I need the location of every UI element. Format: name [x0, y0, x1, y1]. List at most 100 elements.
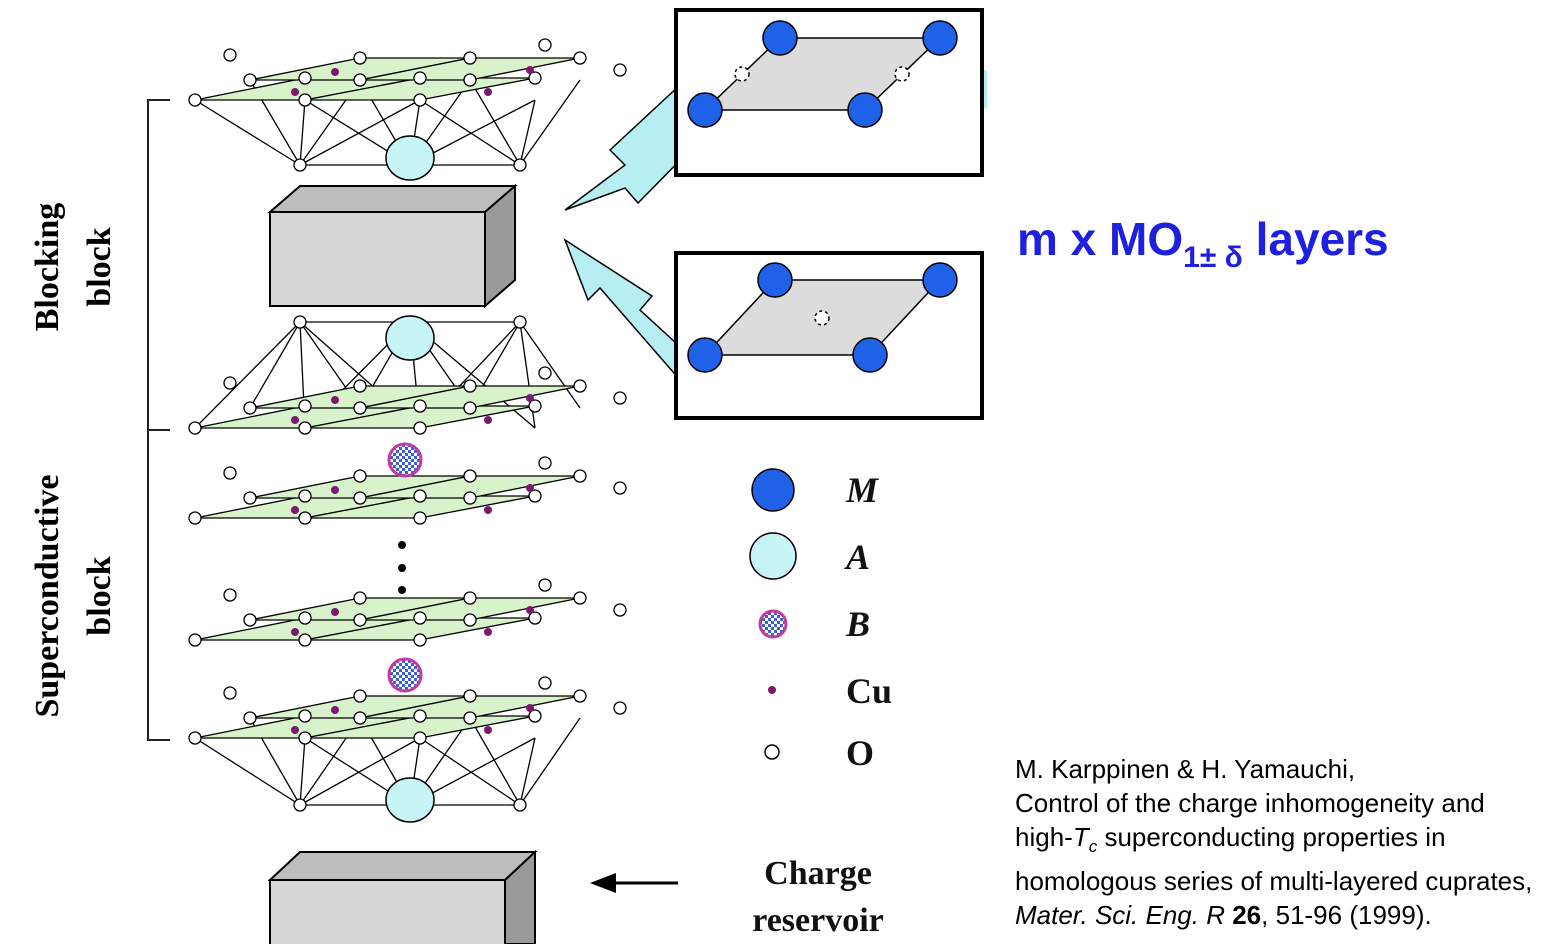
bond-line: [519, 99, 536, 166]
citation-text: high-: [1015, 822, 1073, 852]
oxygen-atom: [298, 71, 312, 85]
citation-reference: Mater. Sci. Eng. R 26, 51-96 (1999).: [1015, 898, 1532, 932]
charge-reservoir-label-line1: Charge: [764, 855, 872, 892]
oxygen-atom: [463, 689, 477, 703]
bond-line: [469, 717, 521, 806]
legend-a-symbol: [749, 532, 797, 580]
oxygen-atom: [223, 48, 237, 62]
oxygen-atom: [243, 711, 257, 725]
oxygen-atom: [298, 489, 312, 503]
cu-atom: [484, 416, 492, 424]
cu-atom: [331, 396, 339, 404]
cu-atom: [291, 628, 299, 636]
cu-atom: [526, 394, 534, 402]
oxygen-atom: [223, 466, 237, 480]
ellipsis-dot: [398, 586, 406, 594]
citation-pages: , 51-96 (1999).: [1261, 900, 1432, 931]
citation-volume: 26: [1225, 900, 1262, 931]
headline-main: m x MO: [1017, 213, 1184, 265]
oxygen-atom: [538, 456, 552, 470]
oxygen-atom: [413, 71, 427, 85]
superconductive-label-line2: block: [81, 556, 118, 636]
citation-title-line2: high-Tc superconducting properties in: [1015, 820, 1532, 864]
oxygen-atom: [463, 613, 477, 627]
blocking-bracket: [147, 99, 170, 431]
citation-title-line1: Control of the charge inhomogeneity and: [1015, 788, 1485, 818]
bond-line: [519, 737, 536, 806]
bond-line: [299, 737, 421, 806]
charge-reservoir-box-bottom: [267, 849, 538, 949]
a-atom: [385, 135, 435, 181]
cu-atom: [331, 486, 339, 494]
legend-cu-label: Cu: [846, 671, 893, 711]
oxygen-atom: [613, 701, 627, 715]
cu-atom: [484, 88, 492, 96]
oxygen-atom: [528, 399, 542, 413]
bond-line: [469, 79, 521, 166]
oxygen-atom: [353, 591, 367, 605]
bond-line: [194, 321, 301, 429]
oxygen-atom: [353, 379, 367, 393]
cu-atom: [291, 416, 299, 424]
oxygen-atom: [293, 315, 307, 329]
inset-top: [674, 8, 987, 177]
superconductive-bracket: [147, 429, 170, 741]
oxygen-atom: [528, 489, 542, 503]
legend-o-symbol: [764, 744, 780, 760]
cu-atom: [331, 706, 339, 714]
oxygen-atom: [298, 421, 312, 435]
cu-atom: [291, 726, 299, 734]
oxygen-atom: [538, 676, 552, 690]
oxygen-atom: [613, 391, 627, 405]
cu-atom: [331, 68, 339, 76]
oxygen-atom: [243, 73, 257, 87]
cu-atom: [331, 608, 339, 616]
legend-m-label: M: [846, 470, 879, 510]
oxygen-atom: [463, 51, 477, 65]
oxygen-atom: [243, 401, 257, 415]
legend-o-label: O: [846, 733, 875, 773]
oxygen-atom: [293, 158, 307, 172]
oxygen-atom: [353, 73, 367, 87]
bond-line: [519, 79, 581, 166]
oxygen-atom: [223, 588, 237, 602]
oxygen-atom: [513, 315, 527, 329]
oxygen-atom: [298, 399, 312, 413]
cu-atom: [526, 704, 534, 712]
oxygen-atom: [413, 511, 427, 525]
ellipsis-dot: [398, 541, 406, 549]
oxygen-atom: [413, 633, 427, 647]
oxygen-atom: [528, 709, 542, 723]
oxygen-atom: [298, 633, 312, 647]
headline-subscript: 1± δ: [1183, 241, 1243, 274]
oxygen-atom: [538, 366, 552, 380]
oxygen-atom: [573, 51, 587, 65]
citation-authors: M. Karppinen & H. Yamauchi,: [1015, 754, 1356, 784]
oxygen-atom: [463, 469, 477, 483]
oxygen-atom: [613, 603, 627, 617]
oxygen-atom: [463, 491, 477, 505]
oxygen-atom: [353, 401, 367, 415]
oxygen-atom: [188, 731, 202, 745]
b-atom: [387, 657, 423, 693]
oxygen-atom: [353, 613, 367, 627]
oxygen-atom: [463, 401, 477, 415]
arrow-lower: [563, 238, 702, 382]
oxygen-atom: [613, 481, 627, 495]
bond-line: [194, 99, 301, 166]
oxygen-atom: [298, 511, 312, 525]
oxygen-atom: [528, 611, 542, 625]
reservoir-arrow: [590, 873, 678, 893]
bond-line: [299, 99, 421, 166]
oxygen-atom: [353, 469, 367, 483]
bond-line: [519, 321, 581, 409]
citation-title-line3: homologous series of multi-layered cupra…: [1015, 866, 1533, 897]
superconductive-label-line1: Superconductive: [29, 474, 66, 718]
oxygen-atom: [528, 71, 542, 85]
bond-line: [194, 737, 301, 806]
a-atom: [385, 315, 435, 361]
oxygen-atom: [573, 469, 587, 483]
oxygen-atom: [188, 633, 202, 647]
